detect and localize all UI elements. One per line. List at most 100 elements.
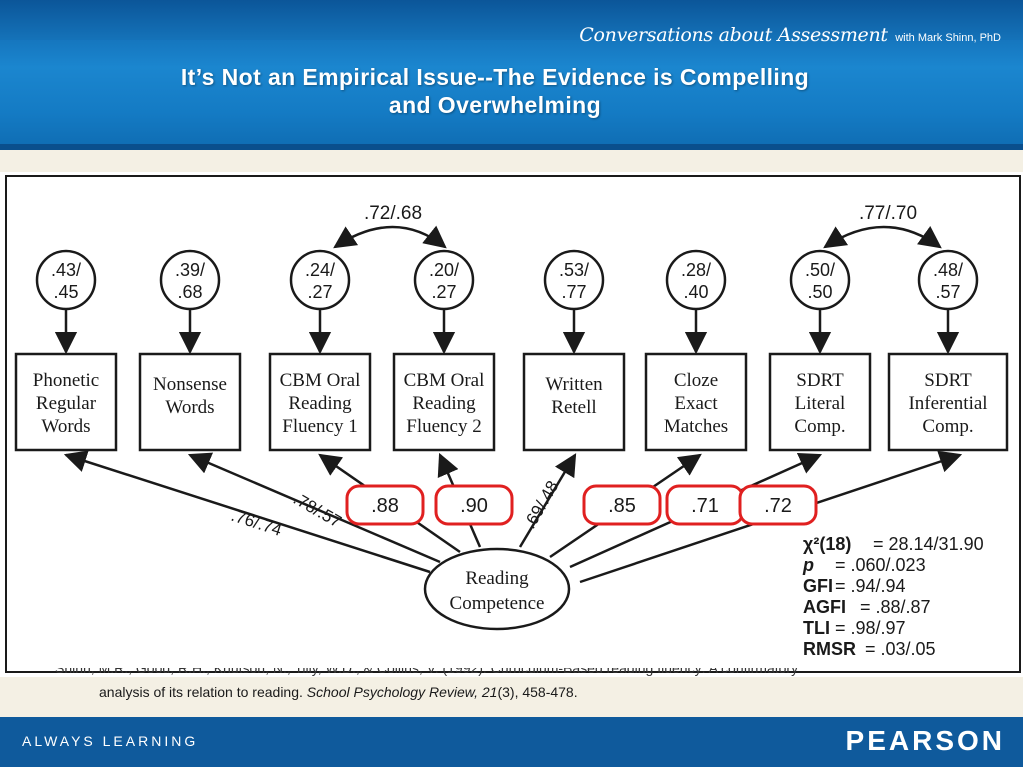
factor-label-line-2: Competence bbox=[450, 593, 545, 614]
slide-header: Conversations about Assessment with Mark… bbox=[0, 0, 1023, 150]
error-value-1: .53/ bbox=[559, 260, 589, 280]
path-to-phonetic bbox=[63, 450, 431, 574]
measure-box bbox=[14, 352, 118, 452]
path-to-written-retell bbox=[518, 453, 577, 548]
factor-label-line-1: Reading bbox=[465, 568, 529, 589]
measure-label: Comp. bbox=[922, 416, 973, 437]
error-value-1: .43/ bbox=[51, 260, 81, 280]
measure-box bbox=[887, 352, 1009, 452]
highlight-value: .71 bbox=[691, 495, 719, 517]
fit-stat-value: = .94/.94 bbox=[835, 576, 906, 596]
fit-stat-label: TLI bbox=[803, 618, 830, 638]
highlight-callout-2: .85 bbox=[582, 484, 662, 526]
measure-label: Regular bbox=[36, 393, 97, 414]
fit-stat-value: = .03/.05 bbox=[865, 639, 936, 659]
measure-label: Reading bbox=[412, 393, 476, 414]
measure-label: Nonsense bbox=[153, 374, 227, 395]
slide-footer: ALWAYS LEARNING PEARSON bbox=[0, 717, 1023, 767]
measure-label: Matches bbox=[664, 416, 728, 437]
correlation-arc-1 bbox=[333, 225, 447, 249]
measure-label: Comp. bbox=[794, 416, 845, 437]
measure-box bbox=[522, 352, 626, 452]
measure-label: Literal bbox=[795, 393, 846, 414]
error-value-1: .50/ bbox=[805, 260, 835, 280]
title-line-2: and Overwhelming bbox=[388, 92, 602, 118]
fit-stat-value: = .88/.87 bbox=[860, 597, 931, 617]
highlight-value: .85 bbox=[608, 495, 636, 517]
measure-label: Written bbox=[545, 374, 603, 395]
error-value-2: .68 bbox=[177, 282, 202, 302]
measure-label: Reading bbox=[288, 393, 352, 414]
error-value-1: .24/ bbox=[305, 260, 335, 280]
error-value-2: .27 bbox=[431, 282, 456, 302]
highlight-callout-3: .71 bbox=[665, 484, 745, 526]
highlight-box bbox=[582, 484, 662, 526]
measure-label: SDRT bbox=[924, 370, 972, 391]
fit-stat-label: RMSR bbox=[803, 639, 856, 659]
error-value-1: .20/ bbox=[429, 260, 459, 280]
measure-box bbox=[768, 352, 872, 452]
highlight-callout-0: .88 bbox=[345, 484, 425, 526]
measure-label: Fluency 1 bbox=[282, 416, 357, 437]
correlation-label-1: .72/.68 bbox=[364, 203, 422, 224]
citation: Shinn, M.R., Good, R.H., Knutson, N., Ti… bbox=[55, 668, 955, 702]
fit-stat-value: = .060/.023 bbox=[835, 555, 926, 575]
error-value-2: .27 bbox=[307, 282, 332, 302]
error-value-2: .77 bbox=[561, 282, 586, 302]
measure-label: CBM Oral bbox=[404, 370, 485, 391]
highlight-box bbox=[738, 484, 818, 526]
path-diagram: .43/.45PhoneticRegularWords.39/.68Nonsen… bbox=[5, 175, 1021, 673]
error-value-2: .40 bbox=[683, 282, 708, 302]
highlight-callout-1: .90 bbox=[434, 484, 514, 526]
error-value-1: .28/ bbox=[681, 260, 711, 280]
error-value-2: .57 bbox=[935, 282, 960, 302]
path-to-nonsense bbox=[187, 452, 441, 564]
fit-stat-label: p bbox=[802, 555, 814, 575]
highlight-box bbox=[345, 484, 425, 526]
measure-box bbox=[392, 352, 496, 452]
measure-label: Retell bbox=[551, 397, 596, 418]
measure-label: Words bbox=[165, 397, 214, 418]
footer-tagline: ALWAYS LEARNING bbox=[22, 733, 199, 749]
highlight-value: .88 bbox=[371, 495, 399, 517]
citation-journal: School Psychology Review, 21 bbox=[306, 684, 498, 700]
fit-stat-label: χ²(18) bbox=[803, 534, 851, 554]
measure-box bbox=[268, 352, 372, 452]
pearson-logo: PEARSON bbox=[845, 725, 1005, 756]
correlation-arc-2 bbox=[823, 225, 942, 249]
measure-label: Fluency 2 bbox=[406, 416, 481, 437]
measure-label: Phonetic bbox=[33, 370, 100, 391]
error-value-1: .39/ bbox=[175, 260, 205, 280]
error-value-2: .45 bbox=[53, 282, 78, 302]
highlight-value: .90 bbox=[460, 495, 488, 517]
error-value-2: .50 bbox=[807, 282, 832, 302]
fit-stat-value: = .98/.97 bbox=[835, 618, 906, 638]
measure-label: Cloze bbox=[674, 370, 718, 391]
brand-logo: Conversations about Assessment with Mark… bbox=[579, 24, 1001, 46]
measure-label: Inferential bbox=[908, 393, 987, 414]
error-value-1: .48/ bbox=[933, 260, 963, 280]
measure-box bbox=[138, 352, 242, 452]
correlation-label-2: .77/.70 bbox=[859, 203, 917, 224]
reading-competence-ellipse bbox=[423, 547, 571, 631]
measure-label: SDRT bbox=[796, 370, 844, 391]
highlight-value: .72 bbox=[764, 495, 792, 517]
highlight-callout-4: .72 bbox=[738, 484, 818, 526]
citation-line-2: analysis of its relation to reading. Sch… bbox=[99, 684, 578, 700]
fit-stat-value: = 28.14/31.90 bbox=[873, 534, 984, 554]
brand-suffix: with Mark Shinn, PhD bbox=[895, 32, 1001, 44]
fit-stat-label: AGFI bbox=[803, 597, 846, 617]
citation-line-1: Shinn, M.R., Good, R.H., Knutson, N., Ti… bbox=[55, 668, 799, 676]
brand-script: Conversations about Assessment bbox=[579, 24, 888, 46]
slide-title: It’s Not an Empirical Issue--The Evidenc… bbox=[40, 63, 950, 119]
measure-box bbox=[644, 352, 748, 452]
fit-stat-label: GFI bbox=[803, 576, 833, 596]
measure-label: CBM Oral bbox=[280, 370, 361, 391]
